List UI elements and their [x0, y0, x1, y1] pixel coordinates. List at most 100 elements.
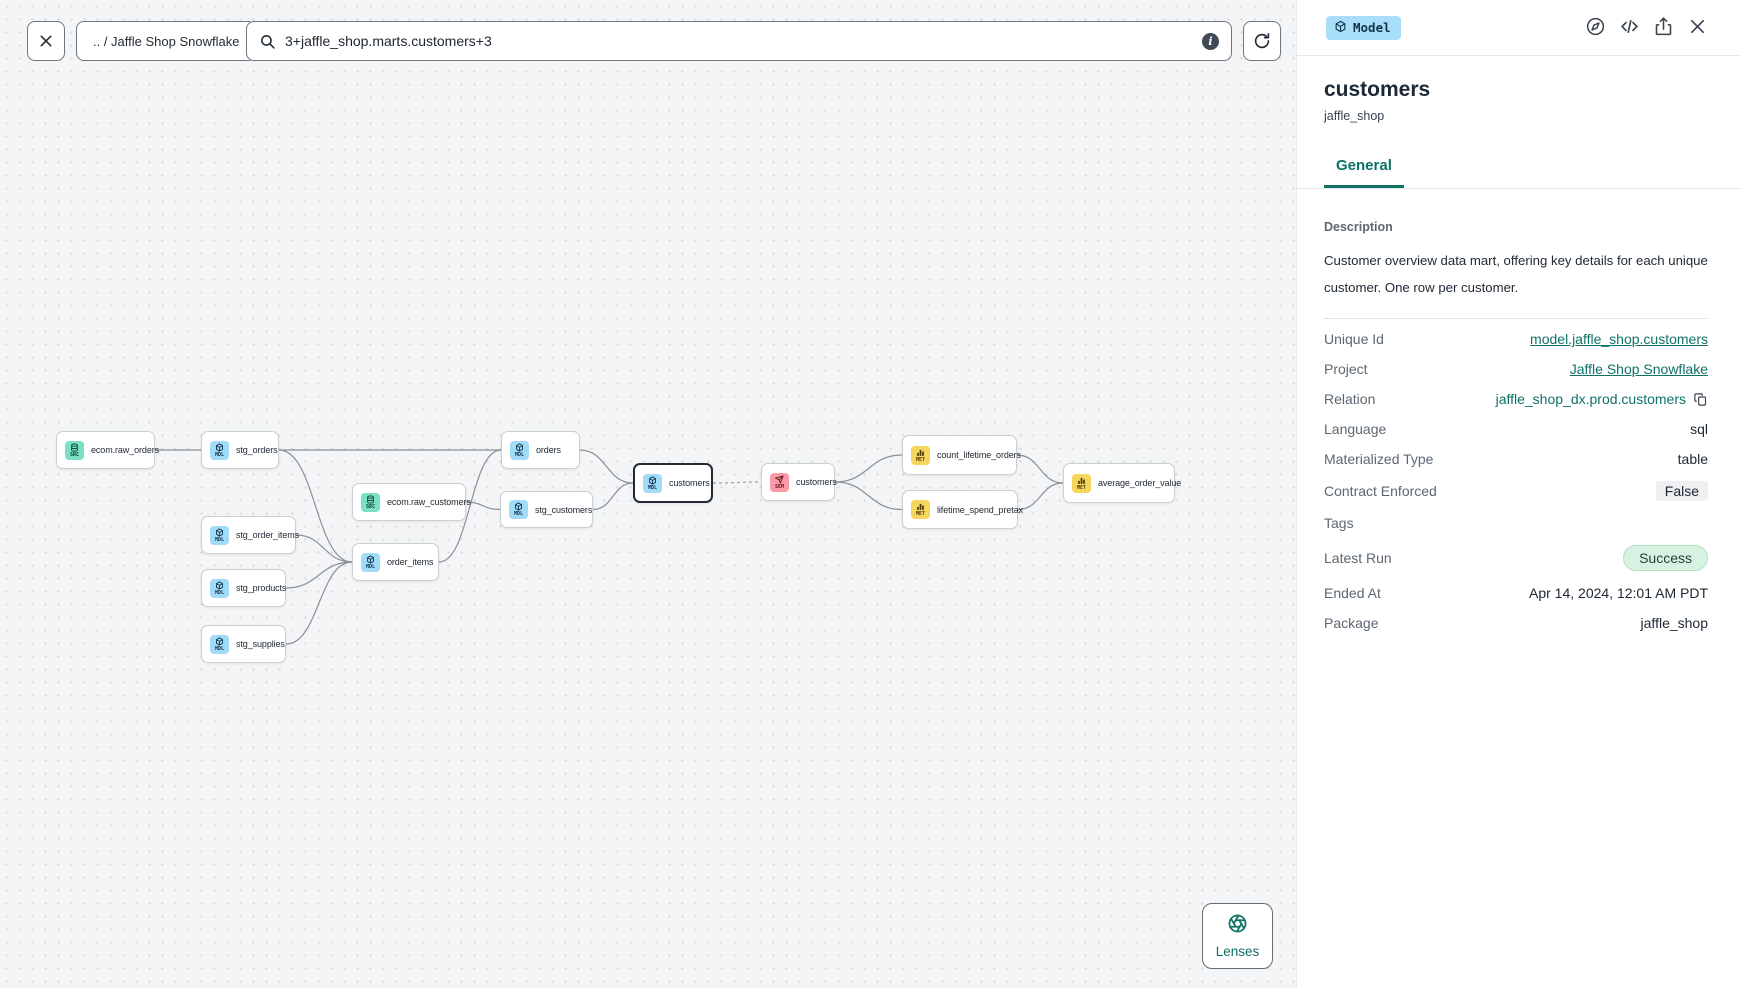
resource-type-label: Model: [1353, 20, 1391, 35]
node-label: lifetime_spend_pretax: [937, 504, 1023, 515]
divider: [1324, 318, 1708, 319]
refresh-icon: [1253, 32, 1271, 50]
edge-stg_products-to-order_items: [285, 561, 353, 589]
info-icon[interactable]: i: [1202, 32, 1219, 50]
node-orders[interactable]: MDL orders: [501, 431, 580, 469]
field-label: Unique Id: [1324, 331, 1384, 347]
breadcrumb[interactable]: .. / Jaffle Shop Snowflake: [76, 21, 257, 61]
field-row-tags: Tags: [1324, 508, 1708, 538]
node-stg_order_items[interactable]: MDL stg_order_items: [201, 516, 300, 554]
description-text: Customer overview data mart, offering ke…: [1324, 253, 1708, 295]
compass-icon: [1585, 16, 1606, 40]
metric-icon: MET: [1072, 473, 1091, 493]
node-label: ecom.raw_orders: [91, 445, 160, 455]
panel-header: Model: [1297, 0, 1741, 56]
field-row-unique-id: Unique Id model.jaffle_shop.customers: [1324, 324, 1708, 354]
node-label: customers: [796, 477, 837, 487]
model-icon: MDL: [210, 440, 229, 460]
refresh-button[interactable]: [1243, 21, 1281, 61]
relation-value: jaffle_shop_dx.prod.customers: [1495, 391, 1686, 407]
node-stg_supplies[interactable]: MDL stg_supplies: [201, 625, 286, 663]
edge-stg_orders-to-order_items: [278, 449, 353, 563]
field-value: sql: [1690, 421, 1708, 437]
view-code-button[interactable]: [1619, 16, 1640, 40]
lineage-edges: [154, 449, 1064, 645]
package-subtitle: jaffle_shop: [1324, 109, 1385, 123]
model-icon: MDL: [210, 525, 229, 545]
edge-customers-to-customers_sem: [712, 481, 762, 484]
lineage-selector-input[interactable]: [285, 33, 1193, 49]
panel-body: customers jaffle_shop General Descriptio…: [1297, 78, 1741, 638]
semantic-model-icon: SEM: [770, 472, 789, 492]
close-icon: [38, 33, 54, 49]
lenses-aperture-icon: [1227, 913, 1248, 939]
contract-enforced-badge: False: [1655, 481, 1708, 501]
field-row-relation: Relation jaffle_shop_dx.prod.customers: [1324, 384, 1708, 414]
close-lineage-button[interactable]: [27, 21, 65, 61]
node-label: stg_products: [236, 583, 287, 593]
edge-orders-to-customers: [579, 449, 634, 484]
field-label: Language: [1324, 421, 1387, 437]
model-icon: MDL: [210, 578, 229, 598]
close-icon: [1687, 16, 1708, 40]
code-icon: [1619, 16, 1640, 40]
node-stg_orders[interactable]: MDL stg_orders: [201, 431, 279, 469]
field-label: Relation: [1324, 391, 1376, 407]
edge-lifetime_spend_pretax-to-average_order_value: [1017, 482, 1064, 511]
field-value-link[interactable]: model.jaffle_shop.customers: [1530, 331, 1708, 347]
node-label: order_items: [387, 557, 434, 567]
node-label: stg_orders: [236, 445, 278, 455]
field-row-latest-run: Latest Run Success: [1324, 538, 1708, 578]
lenses-label: Lenses: [1215, 944, 1260, 959]
edge-customers_sem-to-count_lifetime_orders: [834, 454, 903, 483]
close-panel-button[interactable]: [1687, 16, 1708, 40]
node-stg_products[interactable]: MDL stg_products: [201, 569, 286, 607]
field-label: Materialized Type: [1324, 451, 1434, 467]
field-row-language: Language sql: [1324, 414, 1708, 444]
description-label: Description: [1324, 220, 1393, 234]
tab-general[interactable]: General: [1324, 157, 1404, 188]
model-icon: MDL: [509, 500, 528, 519]
resource-type-badge: Model: [1326, 15, 1401, 40]
edge-count_lifetime_orders-to-average_order_value: [1016, 454, 1064, 484]
field-label: Project: [1324, 361, 1368, 377]
node-label: stg_order_items: [236, 530, 300, 540]
field-row-project: Project Jaffle Shop Snowflake: [1324, 354, 1708, 384]
node-label: stg_supplies: [236, 639, 285, 649]
field-value: jaffle_shop_dx.prod.customers: [1496, 391, 1708, 407]
field-label: Latest Run: [1324, 550, 1392, 566]
node-label: customers: [669, 478, 710, 488]
model-icon: MDL: [510, 440, 529, 460]
page-title: customers: [1324, 78, 1431, 101]
field-label: Tags: [1324, 515, 1354, 531]
share-icon: [1653, 16, 1674, 40]
status-badge: Success: [1623, 545, 1708, 571]
edge-stg_order_items-to-order_items: [295, 534, 353, 563]
model-icon: MDL: [210, 634, 229, 654]
node-customers[interactable]: MDL customers: [633, 463, 713, 503]
node-label: ecom.raw_customers: [387, 497, 471, 507]
metric-icon: MET: [911, 445, 930, 465]
field-value-link[interactable]: Jaffle Shop Snowflake: [1569, 361, 1708, 377]
model-icon: MDL: [643, 473, 662, 493]
node-label: orders: [536, 445, 561, 455]
tab-bar: General: [1297, 157, 1741, 189]
lenses-button[interactable]: Lenses: [1202, 903, 1273, 969]
share-button[interactable]: [1653, 16, 1674, 40]
node-customers_sem[interactable]: SEM customers: [761, 463, 837, 501]
edge-stg_supplies-to-order_items: [285, 561, 353, 645]
copy-icon[interactable]: [1693, 392, 1708, 407]
explore-button[interactable]: [1585, 16, 1606, 40]
edge-stg_customers-to-customers: [592, 482, 634, 511]
